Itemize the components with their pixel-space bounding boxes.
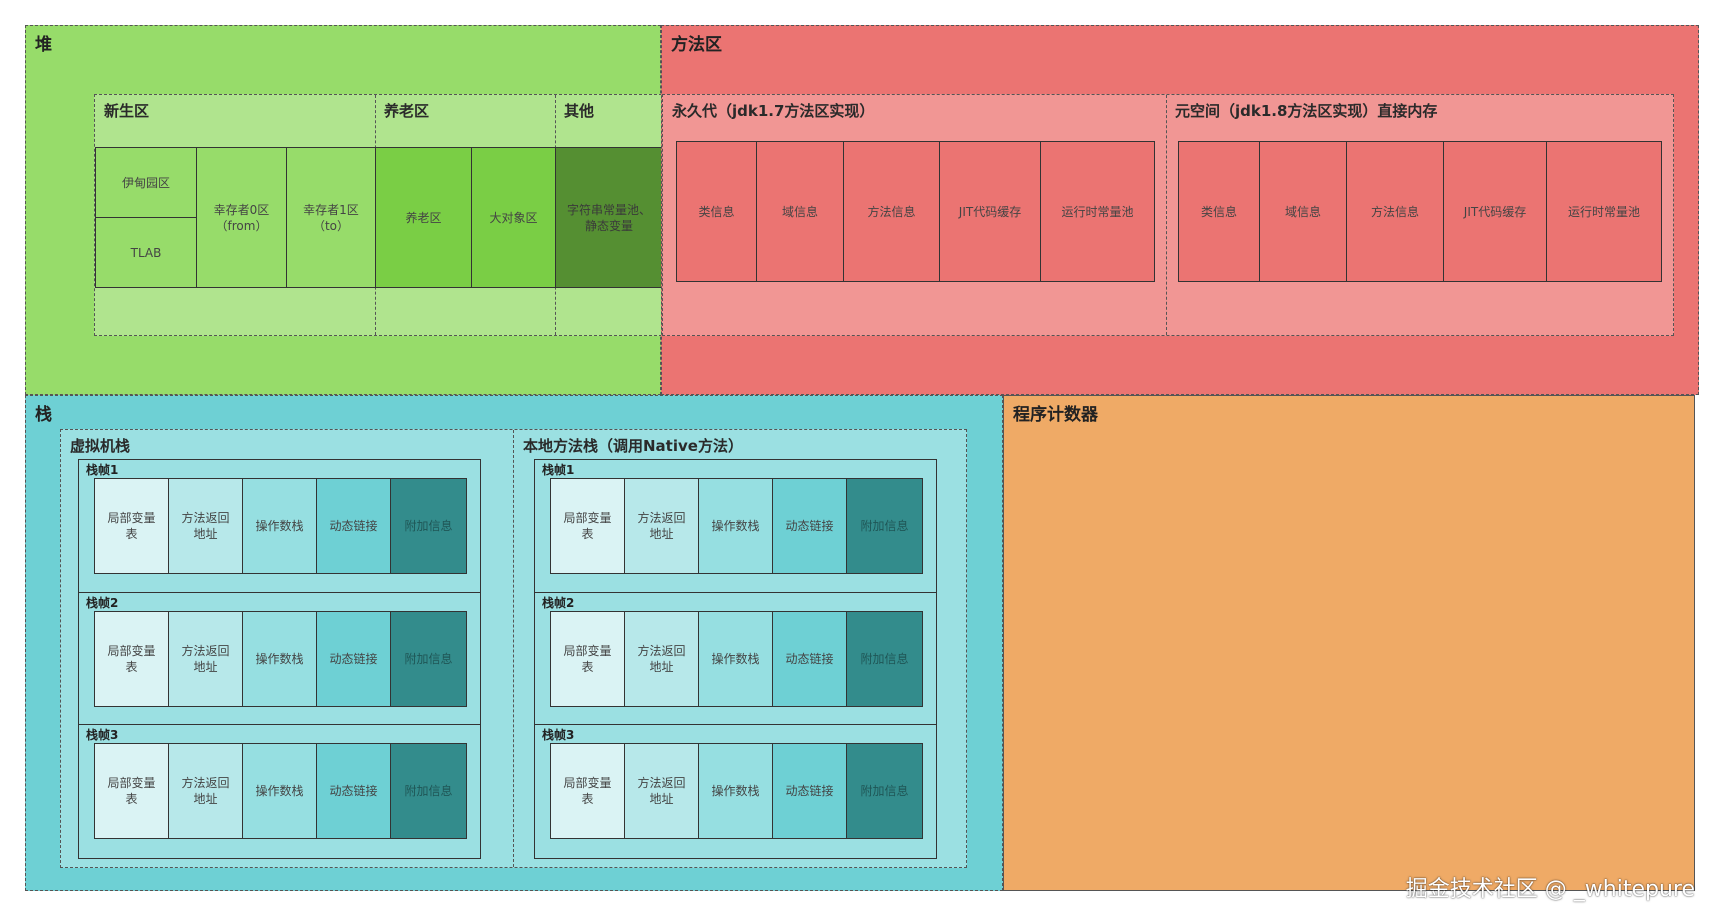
frame-item: 方法返回地址 bbox=[624, 478, 699, 574]
method-area-item: 类信息 bbox=[676, 141, 757, 282]
stack-frame-label: 栈帧3 bbox=[542, 728, 575, 742]
string-pool-cell: 字符串常量池、静态变量 bbox=[555, 147, 663, 288]
frame-item: 操作数栈 bbox=[698, 611, 773, 707]
old-gen-cell: 养老区 bbox=[375, 147, 472, 288]
method-area-item: 域信息 bbox=[1259, 141, 1347, 282]
method-area-title: 方法区 bbox=[671, 35, 722, 55]
native-stack-title: 本地方法栈（调用Native方法） bbox=[523, 437, 743, 455]
frame-item: 操作数栈 bbox=[698, 478, 773, 574]
frame-item: 动态链接 bbox=[316, 611, 391, 707]
stack-frame-label: 栈帧1 bbox=[86, 463, 119, 477]
frame-item: 附加信息 bbox=[846, 743, 923, 839]
frame-item: 附加信息 bbox=[390, 743, 467, 839]
watermark: 掘金技术社区 @ _whitepure bbox=[1405, 877, 1695, 902]
stack-title: 栈 bbox=[35, 405, 52, 425]
frame-item: 动态链接 bbox=[316, 743, 391, 839]
frame-item: 操作数栈 bbox=[242, 478, 317, 574]
pc-register-region: 程序计数器 bbox=[1003, 395, 1695, 891]
frame-item: 操作数栈 bbox=[242, 611, 317, 707]
frame-item: 操作数栈 bbox=[242, 743, 317, 839]
survivor0-cell: 幸存者0区 （from） bbox=[196, 147, 287, 288]
method-area-item: 运行时常量池 bbox=[1040, 141, 1155, 282]
permgen-title: 永久代（jdk1.7方法区实现） bbox=[672, 102, 875, 120]
method-area-item: 类信息 bbox=[1178, 141, 1260, 282]
old-gen-title: 养老区 bbox=[384, 102, 430, 120]
frame-item: 局部变量表 bbox=[94, 478, 169, 574]
frame-item: 方法返回地址 bbox=[168, 743, 243, 839]
frame-item: 动态链接 bbox=[772, 743, 847, 839]
frame-item: 动态链接 bbox=[772, 478, 847, 574]
method-area-item: 方法信息 bbox=[1346, 141, 1444, 282]
large-object-cell: 大对象区 bbox=[471, 147, 556, 288]
stack-frame-label: 栈帧1 bbox=[542, 463, 575, 477]
frame-item: 局部变量表 bbox=[94, 743, 169, 839]
method-area-item: JIT代码缓存 bbox=[939, 141, 1041, 282]
heap-title: 堆 bbox=[35, 35, 52, 55]
eden-cell: 伊甸园区 bbox=[95, 147, 197, 218]
method-area-item: 方法信息 bbox=[843, 141, 940, 282]
other-title: 其他 bbox=[564, 102, 595, 120]
heap-inner-area: 新生区 养老区 其他 伊甸园区 TLAB 幸存者0区 （from） 幸存者1区 … bbox=[94, 94, 663, 336]
frame-item: 局部变量表 bbox=[550, 478, 625, 574]
frame-item: 局部变量表 bbox=[550, 743, 625, 839]
method-area-item: 运行时常量池 bbox=[1546, 141, 1662, 282]
heap-region: 堆 新生区 养老区 其他 伊甸园区 TLAB 幸存者0区 （from） 幸存者1… bbox=[25, 25, 663, 395]
frame-item: 附加信息 bbox=[390, 611, 467, 707]
method-area-item: JIT代码缓存 bbox=[1443, 141, 1547, 282]
frame-item: 动态链接 bbox=[772, 611, 847, 707]
stack-frame-label: 栈帧2 bbox=[86, 596, 119, 610]
stack-frame-label: 栈帧2 bbox=[542, 596, 575, 610]
metaspace-title: 元空间（jdk1.8方法区实现）直接内存 bbox=[1175, 102, 1438, 120]
young-gen-title: 新生区 bbox=[104, 102, 150, 120]
stack-frame-label: 栈帧3 bbox=[86, 728, 119, 742]
frame-item: 局部变量表 bbox=[94, 611, 169, 707]
method-area-region: 方法区 永久代（jdk1.7方法区实现） 元空间（jdk1.8方法区实现）直接内… bbox=[661, 25, 1699, 395]
frame-item: 方法返回地址 bbox=[624, 611, 699, 707]
frame-item: 操作数栈 bbox=[698, 743, 773, 839]
pc-register-title: 程序计数器 bbox=[1013, 405, 1098, 425]
frame-item: 附加信息 bbox=[846, 478, 923, 574]
survivor1-cell: 幸存者1区 （to） bbox=[286, 147, 376, 288]
frame-item: 方法返回地址 bbox=[624, 743, 699, 839]
frame-item: 附加信息 bbox=[846, 611, 923, 707]
frame-item: 附加信息 bbox=[390, 478, 467, 574]
frame-item: 方法返回地址 bbox=[168, 611, 243, 707]
frame-item: 局部变量表 bbox=[550, 611, 625, 707]
method-inner-area: 永久代（jdk1.7方法区实现） 元空间（jdk1.8方法区实现）直接内存 类信… bbox=[662, 94, 1674, 336]
vm-stack-title: 虚拟机栈 bbox=[70, 437, 131, 455]
tlab-cell: TLAB bbox=[95, 217, 197, 288]
frame-item: 动态链接 bbox=[316, 478, 391, 574]
frame-item: 方法返回地址 bbox=[168, 478, 243, 574]
method-area-item: 域信息 bbox=[756, 141, 844, 282]
